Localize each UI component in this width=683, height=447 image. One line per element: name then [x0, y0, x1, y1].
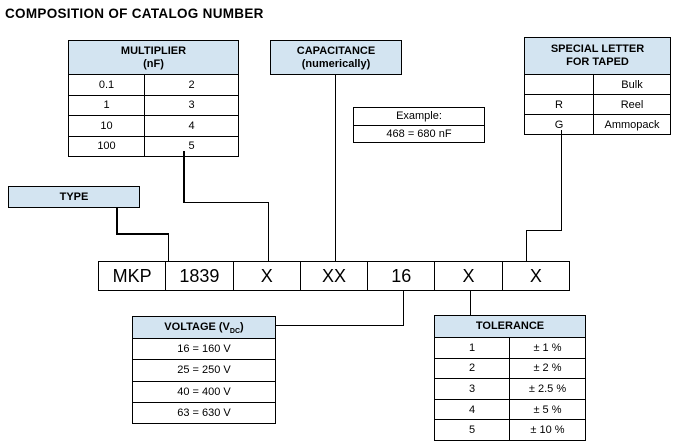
example-value: 468 = 680 nF — [354, 124, 484, 143]
multiplier-code: 2 — [188, 78, 195, 91]
table-row: 2 ± 2 % — [435, 357, 585, 379]
catalog-cell-capacitance: XX — [299, 262, 367, 290]
special-letter-meaning: Ammopack — [604, 118, 660, 131]
multiplier-header: MULTIPLIER (nF) — [69, 41, 238, 74]
tolerance-value: ± 10 % — [530, 424, 565, 437]
connector-capacitance-v — [334, 75, 336, 261]
catalog-cell-tolerance: X — [434, 262, 501, 290]
catalog-cell-type: MKP — [112, 265, 152, 286]
connector-tolerance-v — [469, 291, 471, 315]
connector-special-v2 — [525, 229, 527, 262]
multiplier-code: 3 — [188, 99, 195, 112]
table-row: Bulk — [525, 74, 670, 94]
connector-special-v1 — [560, 130, 562, 231]
capacitance-line2: (numerically) — [301, 57, 371, 70]
type-box: TYPE — [8, 186, 140, 208]
tolerance-code: 5 — [435, 420, 510, 440]
table-row: 10 4 — [69, 115, 238, 136]
catalog-number-row: MKP 1839 X XX 16 X X — [98, 261, 570, 291]
catalog-cell-series: 1839 — [165, 262, 232, 290]
tolerance-code: 2 — [435, 358, 510, 379]
connector-multiplier-v1 — [183, 151, 185, 202]
tolerance-value: ± 2.5 % — [528, 382, 567, 395]
tolerance-value: ± 2 % — [533, 362, 562, 375]
table-row: 3 ± 2.5 % — [435, 378, 585, 399]
tolerance-code: 1 — [435, 338, 510, 358]
multiplier-value: 100 — [69, 136, 145, 156]
tolerance-table: TOLERANCE 1 ± 1 % 2 ± 2 % 3 ± 2.5 % 4 ± … — [434, 315, 586, 441]
table-row: 1 3 — [69, 94, 238, 115]
connector-voltage-v — [402, 291, 404, 326]
multiplier-header-line2: (nF) — [143, 57, 164, 70]
voltage-header: VOLTAGE (VDC) — [133, 317, 275, 338]
voltage-row: 16 = 160 V — [133, 338, 275, 359]
example-label: Example: — [396, 110, 442, 123]
table-row: 100 5 — [69, 135, 238, 156]
tolerance-code: 3 — [435, 379, 510, 399]
page-title: COMPOSITION OF CATALOG NUMBER — [5, 6, 264, 21]
multiplier-code: 5 — [188, 140, 195, 153]
multiplier-header-line1: MULTIPLIER — [120, 44, 187, 57]
tolerance-value: ± 1 % — [533, 341, 562, 354]
connector-special-h — [525, 229, 562, 231]
connector-type-v1 — [116, 208, 118, 234]
voltage-row: 25 = 250 V — [133, 359, 275, 380]
table-row: G Ammopack — [525, 114, 670, 134]
special-letter-meaning: Reel — [620, 98, 644, 111]
connector-type-v2 — [167, 233, 169, 261]
special-letter-header-line2: FOR TAPED — [566, 56, 629, 68]
example-box: Example: 468 = 680 nF — [353, 107, 485, 143]
special-letter-code — [525, 75, 594, 94]
voltage-header-text: VOLTAGE (VDC) — [164, 321, 244, 336]
multiplier-table: MULTIPLIER (nF) 0.1 2 1 3 10 4 100 5 — [68, 40, 239, 157]
voltage-row: 40 = 400 V — [133, 380, 275, 402]
voltage-table: VOLTAGE (VDC) 16 = 160 V 25 = 250 V 40 =… — [132, 316, 276, 424]
capacitance-box: CAPACITANCE (numerically) — [270, 40, 402, 75]
capacitance-line1: CAPACITANCE — [296, 44, 376, 57]
multiplier-value: 1 — [69, 95, 145, 115]
multiplier-value: 0.1 — [69, 75, 145, 95]
table-row: 4 ± 5 % — [435, 398, 585, 420]
catalog-cell-multiplier: X — [232, 262, 300, 290]
tolerance-code: 4 — [435, 399, 510, 420]
connector-multiplier-h — [183, 201, 269, 203]
special-letter-code: R — [525, 95, 594, 114]
table-row: 0.1 2 — [69, 74, 238, 95]
special-letter-header: SPECIAL LETTER FOR TAPED — [525, 38, 670, 74]
type-label: TYPE — [59, 190, 89, 203]
catalog-cell-special-letter: X — [501, 262, 569, 290]
connector-voltage-h — [276, 324, 404, 326]
table-row: R Reel — [525, 94, 670, 114]
multiplier-value: 10 — [69, 116, 145, 136]
special-letter-meaning: Bulk — [621, 78, 643, 91]
table-row: 5 ± 10 % — [435, 419, 585, 440]
tolerance-header: TOLERANCE — [435, 316, 585, 337]
catalog-cell-voltage: 16 — [367, 262, 434, 290]
special-letter-header-line1: SPECIAL LETTER — [550, 43, 645, 55]
special-letter-table: SPECIAL LETTER FOR TAPED Bulk R Reel G A… — [524, 37, 671, 135]
voltage-row: 63 = 630 V — [133, 401, 275, 423]
connector-multiplier-v2 — [267, 201, 269, 262]
multiplier-code: 4 — [188, 119, 195, 132]
table-row: 1 ± 1 % — [435, 337, 585, 358]
connector-type-h — [116, 233, 169, 235]
tolerance-value: ± 5 % — [533, 403, 562, 416]
special-letter-code: G — [525, 115, 594, 134]
